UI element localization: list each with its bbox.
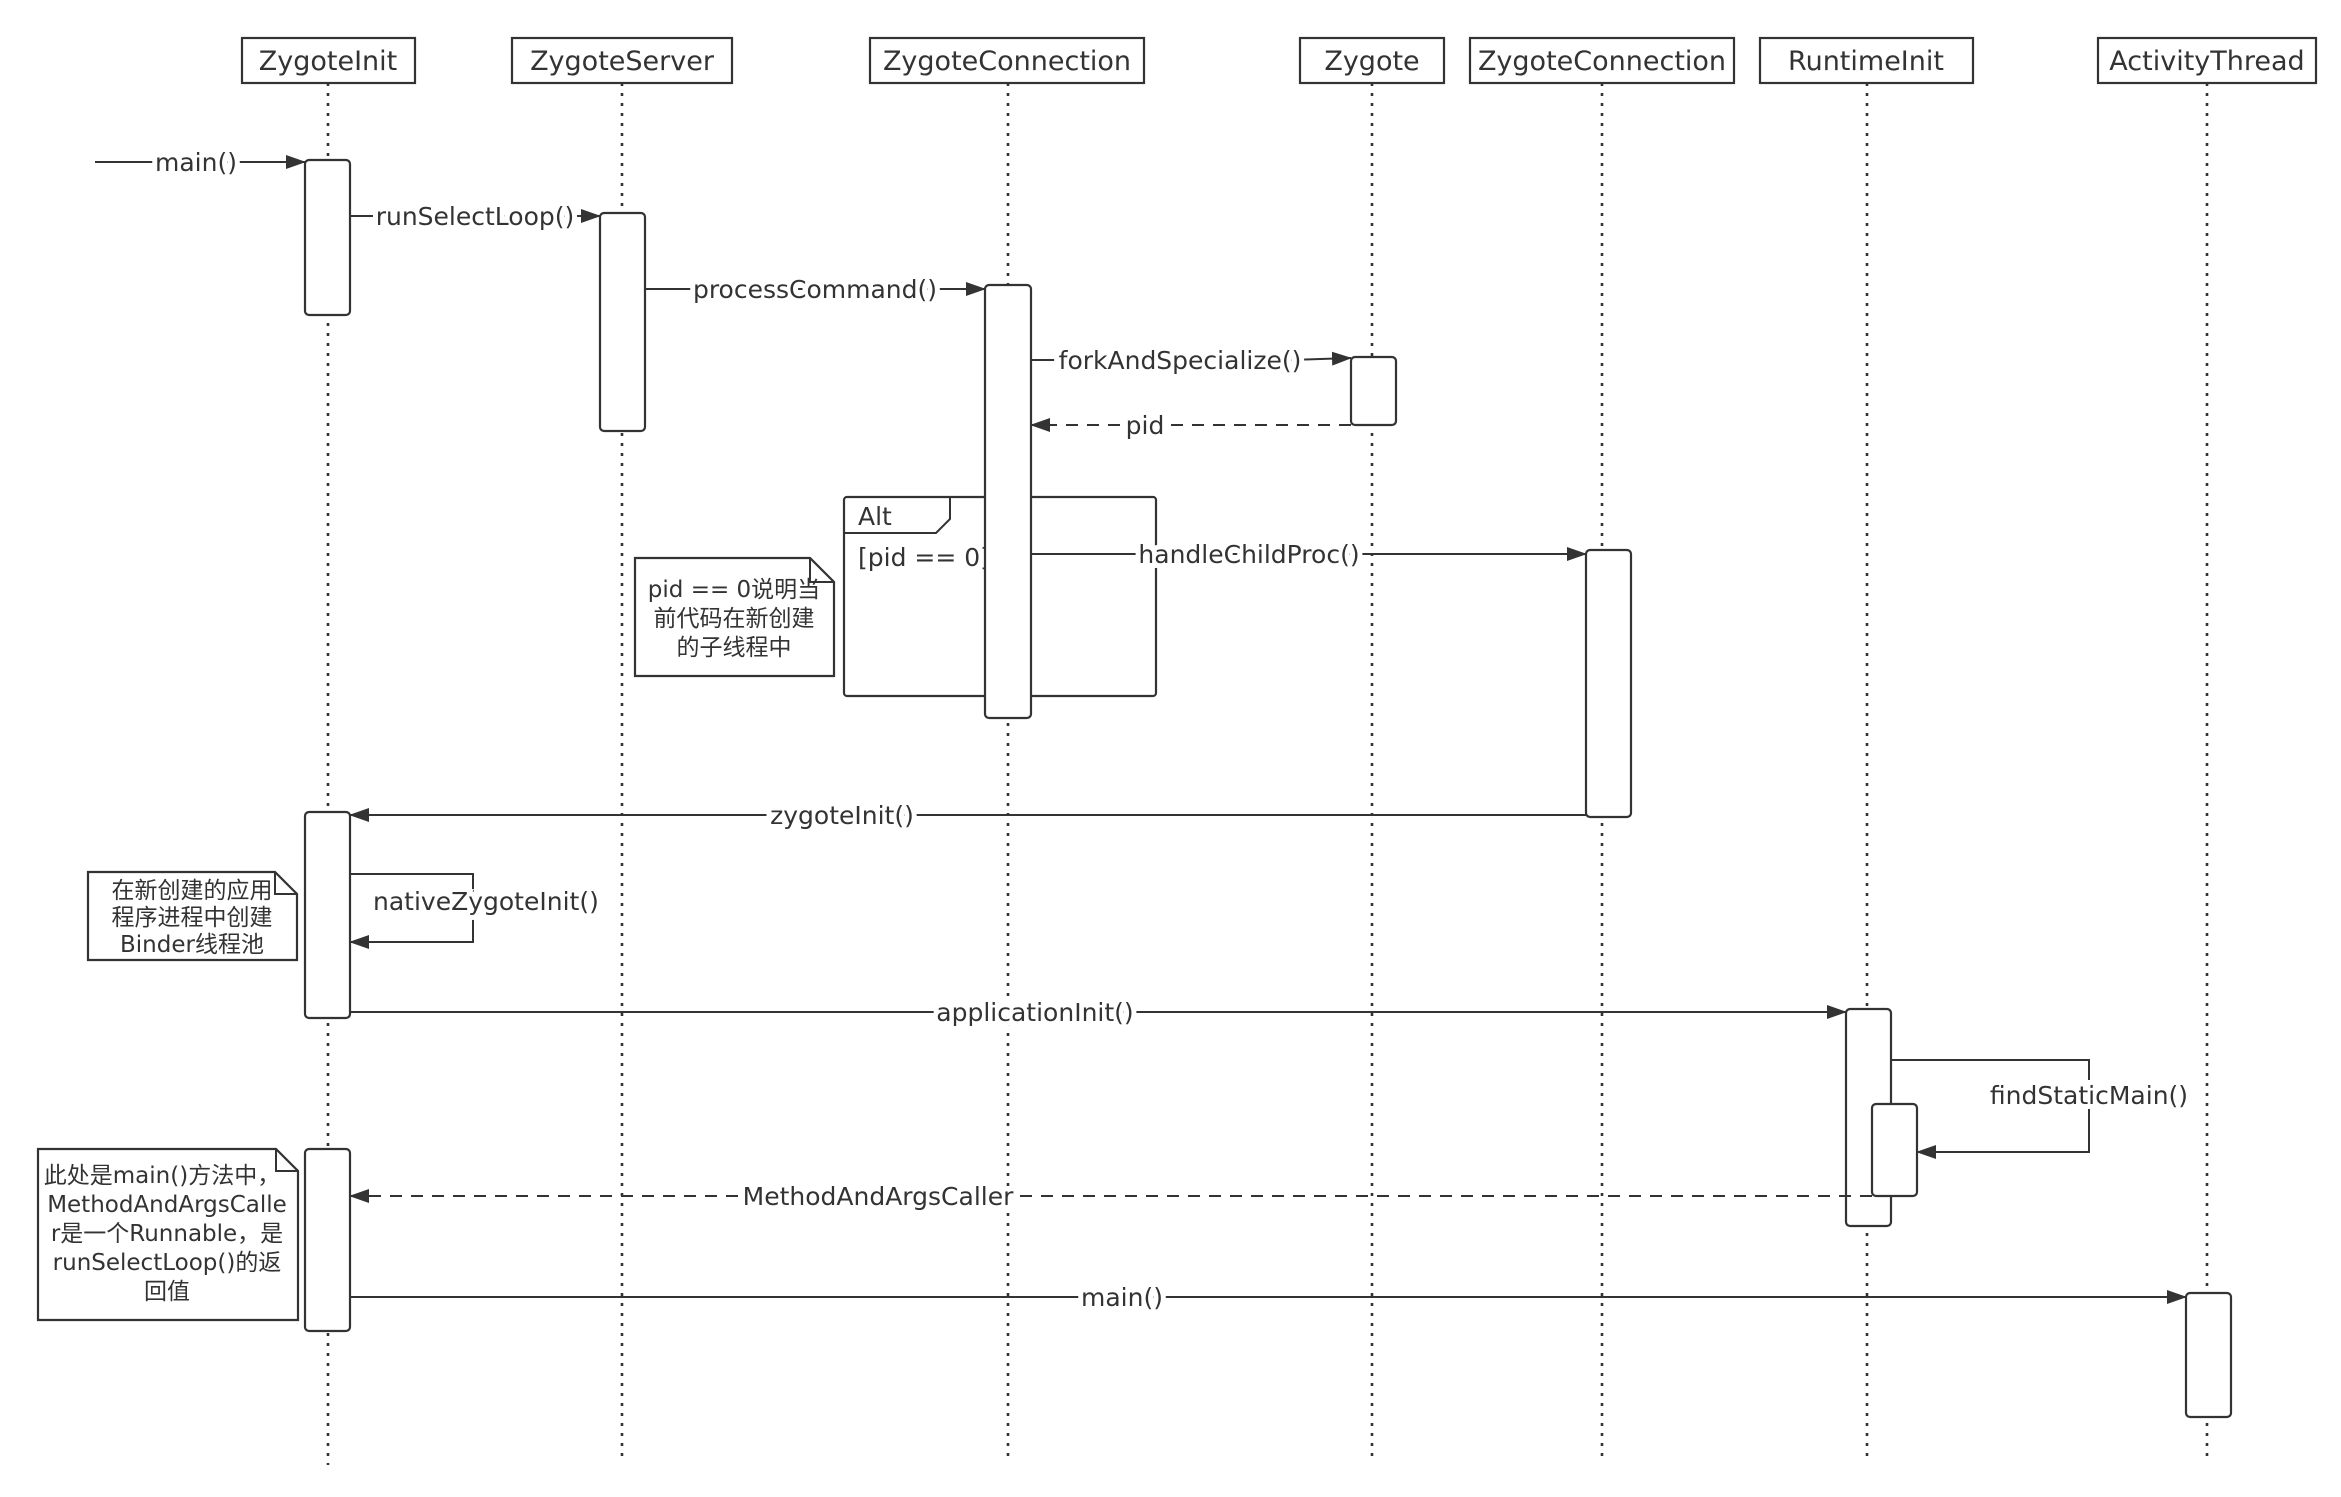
note-line: 在新创建的应用 xyxy=(112,878,273,904)
activation-zygoteinit-2 xyxy=(303,810,352,1020)
note-line: 程序进程中创建 xyxy=(112,905,273,931)
participant-label: ZygoteConnection xyxy=(883,46,1131,77)
participant-runtimeinit: RuntimeInit xyxy=(1758,36,1975,85)
note-line: 的子线程中 xyxy=(677,635,792,661)
message-label: main() xyxy=(1081,1283,1163,1312)
note-line: 回值 xyxy=(144,1279,190,1305)
note-binder-pool: 在新创建的应用 程序进程中创建 Binder线程池 xyxy=(86,870,299,962)
message-label: processCommand() xyxy=(693,275,937,304)
participant-label: ZygoteServer xyxy=(530,46,715,77)
participant-label: ZygoteConnection xyxy=(1478,46,1726,77)
activation-zygoteinit-3 xyxy=(303,1147,352,1333)
message-label: handleChildProc() xyxy=(1138,540,1359,569)
activation-zygoteconnection-1 xyxy=(983,283,1033,720)
message-label: pid xyxy=(1126,411,1165,440)
message-handlechildproc: handleChildProc() xyxy=(1031,535,1587,574)
message-pid-return: pid xyxy=(1030,406,1351,445)
message-label: nativeZygoteInit() xyxy=(373,887,599,916)
participant-label: Zygote xyxy=(1324,46,1419,77)
message-zygoteinit: zygoteInit() xyxy=(349,796,1586,835)
message-label: findStaticMain() xyxy=(1990,1081,2188,1110)
activation-runtimeinit-nested xyxy=(1870,1102,1919,1198)
note-pid-child: pid == 0说明当 前代码在新创建 的子线程中 xyxy=(633,556,836,678)
note-line: runSelectLoop()的返 xyxy=(53,1250,282,1276)
activation-activitythread xyxy=(2184,1291,2233,1419)
note-line: 前代码在新创建 xyxy=(654,606,815,632)
message-label: runSelectLoop() xyxy=(376,202,575,231)
note-line: 此处是main()方法中， xyxy=(44,1163,280,1189)
message-main-activitythread: main() xyxy=(350,1278,2187,1317)
participant-zygoteconnection-1: ZygoteConnection xyxy=(868,36,1146,85)
message-methodandargscaller-return: MethodAndArgsCaller xyxy=(349,1177,1872,1216)
message-main-entry: main() xyxy=(95,143,306,182)
message-label: zygoteInit() xyxy=(770,801,914,830)
activation-zygoteserver xyxy=(598,211,647,433)
participant-label: ActivityThread xyxy=(2109,46,2304,77)
message-label: MethodAndArgsCaller xyxy=(743,1182,1014,1211)
message-forkandspecialize: forkAndSpecialize() xyxy=(1031,341,1352,380)
activation-zygoteconnection-2 xyxy=(1584,548,1633,819)
note-line: pid == 0说明当 xyxy=(648,577,820,603)
note-line: Binder线程池 xyxy=(120,932,264,958)
message-runselectloop: runSelectLoop() xyxy=(350,197,601,236)
participant-zygote: Zygote xyxy=(1298,36,1446,85)
participant-label: ZygoteInit xyxy=(259,46,398,77)
participant-label: RuntimeInit xyxy=(1788,46,1944,77)
message-processcommand: processCommand() xyxy=(645,270,986,309)
message-label: applicationInit() xyxy=(936,998,1133,1027)
message-nativezygoteinit: nativeZygoteInit() xyxy=(349,873,604,949)
note-methodandargscaller: 此处是main()方法中， MethodAndArgsCalle r是一个Run… xyxy=(36,1147,300,1322)
message-findstaticmain: findStaticMain() xyxy=(1891,1059,2193,1159)
participant-activitythread: ActivityThread xyxy=(2096,36,2318,85)
participant-zygoteconnection-2: ZygoteConnection xyxy=(1468,36,1736,85)
note-line: r是一个Runnable，是 xyxy=(51,1221,283,1247)
fragment-guard: [pid == 0] xyxy=(858,543,990,572)
note-line: MethodAndArgsCalle xyxy=(47,1192,287,1218)
message-label: main() xyxy=(155,148,237,177)
message-label: forkAndSpecialize() xyxy=(1059,346,1302,375)
fragment-operator: Alt xyxy=(858,502,892,531)
message-applicationinit: applicationInit() xyxy=(350,993,1847,1032)
participant-zygoteinit: ZygoteInit xyxy=(240,36,417,85)
activation-zygoteinit-1 xyxy=(303,158,352,317)
participant-zygoteserver: ZygoteServer xyxy=(510,36,734,85)
activation-zygote xyxy=(1349,355,1398,427)
